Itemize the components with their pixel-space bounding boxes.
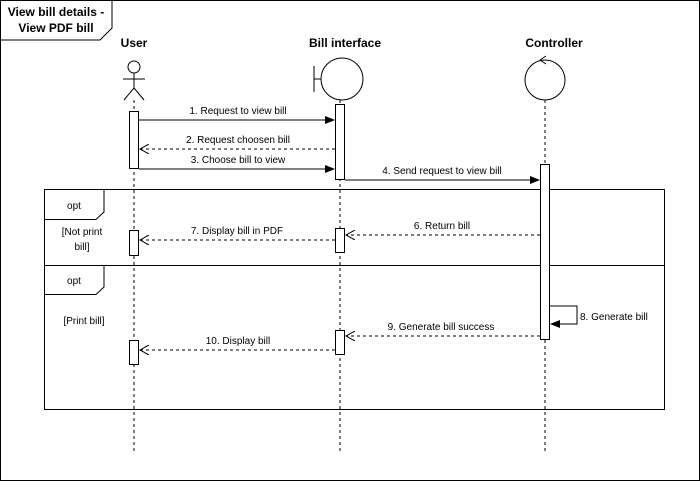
opt-fragment-1-guard-line2: bill] [74, 242, 89, 253]
activation-bill-interface-2 [335, 228, 345, 253]
message-9-label: 9. Generate bill success [388, 322, 495, 333]
frame-title-tab [0, 0, 113, 41]
boundary-icon [313, 57, 364, 101]
opt-fragment-2 [44, 265, 665, 410]
opt-fragment-2-tab [44, 265, 105, 295]
message-8-arrow [550, 305, 578, 328]
message-2-label: 2. Request choosen bill [186, 135, 290, 146]
message-3-label: 3. Choose bill to view [191, 155, 286, 166]
message-8-label: 8. Generate bill [580, 312, 648, 323]
activation-controller-1 [540, 164, 550, 340]
lifeline-controller-label: Controller [525, 36, 583, 50]
opt-fragment-1-guard-line1: [Not print [62, 227, 103, 238]
opt-fragment-1-keyword: opt [67, 201, 81, 212]
activation-user-2 [129, 230, 139, 256]
lifeline-bill-interface-label: Bill interface [309, 36, 381, 50]
message-1-label: 1. Request to view bill [189, 106, 286, 117]
activation-user-1 [129, 111, 139, 169]
message-4-label: 4. Send request to view bill [382, 166, 502, 177]
message-7-label: 7. Display bill in PDF [191, 226, 283, 237]
message-6-label: 6. Return bill [414, 221, 470, 232]
message-10-label: 10. Display bill [206, 336, 270, 347]
lifeline-user-label: User [121, 36, 148, 50]
activation-user-3 [129, 340, 139, 365]
activation-bill-interface-1 [335, 104, 345, 180]
opt-fragment-2-keyword: opt [67, 276, 81, 287]
opt-fragment-1-tab [44, 189, 105, 220]
frame-title-line2: View PDF bill [18, 21, 93, 35]
opt-fragment-2-guard: [Print bill] [63, 316, 104, 327]
actor-icon [123, 60, 145, 101]
frame-title-line1: View bill details - [8, 5, 104, 19]
activation-bill-interface-3 [335, 330, 345, 355]
